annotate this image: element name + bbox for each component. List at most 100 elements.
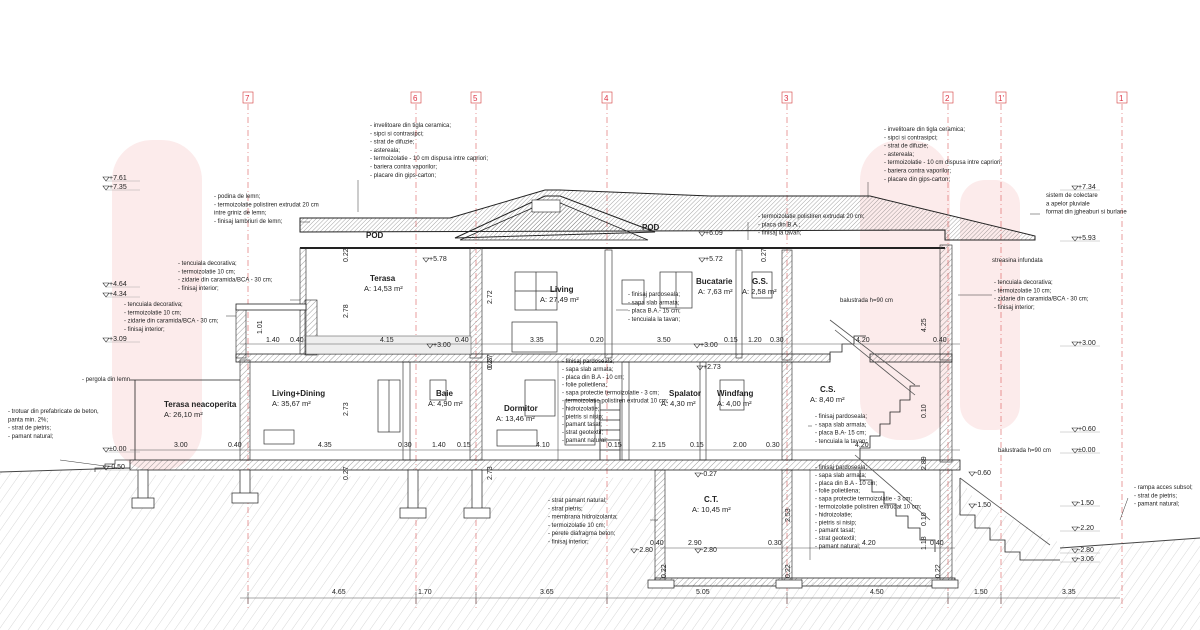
note-line: - hidroizolatie;	[562, 406, 600, 412]
dim-value: 3.65	[540, 589, 554, 596]
axis-marker	[470, 91, 482, 104]
note-line: format din jgheaburi si burlane	[1046, 210, 1127, 216]
note-line: - strat de pietris;	[8, 426, 51, 432]
note-line: - termoizolatie 10 cm;	[548, 523, 606, 529]
room-area: A: 14,53 m²	[364, 284, 403, 293]
note-line: - termoizolatie polistiren extrudat 10 c…	[562, 399, 669, 405]
note-line: - tencuiala decorativa;	[124, 302, 183, 308]
level-label: -2.80	[701, 547, 717, 554]
dim-value-vertical: 0.10	[921, 404, 928, 418]
level-triangle	[102, 292, 110, 298]
leader-line	[1119, 497, 1129, 521]
dim-value: 3.35	[1062, 589, 1076, 596]
dim-value: 0.30	[398, 442, 412, 449]
note-line: - rampa acces subsol;	[1134, 485, 1193, 491]
note-line: - termoizolatie 10 cm;	[994, 288, 1052, 294]
note-line: a apelor pluviale	[1046, 201, 1090, 207]
level-triangle	[102, 185, 110, 191]
level-label: -3.06	[1078, 556, 1094, 563]
level-triangle	[1071, 448, 1079, 454]
dim-value: 4.15	[380, 337, 394, 344]
dim-value: 0.40	[455, 337, 469, 344]
dim-value-vertical: 0.27	[487, 356, 494, 370]
level-triangle	[1071, 548, 1079, 554]
dim-value: 1.40	[432, 442, 446, 449]
note-line: - zidarie din caramida/BCA - 30 cm;	[124, 319, 219, 325]
room-area: A: 27,49 m²	[540, 295, 579, 304]
note-line: - sapa protectie termoizolatie - 3 cm;	[815, 497, 912, 503]
axis-label: 2	[945, 94, 950, 103]
level-triangle	[694, 548, 702, 554]
room-labels: POD POD Terasa A: 14,53 m² Living A: 27,…	[164, 223, 845, 514]
note-line: - pamant natural;	[562, 438, 608, 444]
dim-value: 0.20	[590, 337, 604, 344]
note-line: - sipci si contrasipci;	[370, 131, 424, 137]
dim-value: 0.15	[724, 337, 738, 344]
note-line: - tencuiala la tavan;	[628, 317, 680, 323]
dim-value: 0.15	[457, 442, 471, 449]
dim-value: 4.20	[855, 442, 869, 449]
level-triangle	[693, 343, 701, 349]
note-line: - bariera contra vaporilor;	[884, 169, 951, 175]
note-line: - termoizolatie polistiren extrudat 20 c…	[758, 214, 865, 220]
dim-value: 1.70	[418, 589, 432, 596]
level-label: +7.34	[1078, 184, 1096, 191]
level-triangle	[1071, 501, 1079, 507]
dim-value: 4.65	[332, 589, 346, 596]
note-line: balustrada h=90 cm	[840, 298, 893, 304]
note-line: - tencuiala decorativa;	[178, 261, 237, 267]
note-line: - pamant natural;	[8, 434, 54, 440]
dim-value-vertical: 0.22	[661, 564, 668, 578]
note-line: - trotuar din prefabricate de beton,	[8, 409, 99, 415]
room-name: Terasa neacoperita	[164, 400, 237, 409]
room-area: A: 10,45 m²	[692, 505, 731, 514]
dim-value: 2.90	[688, 540, 702, 547]
dim-value: 0.15	[608, 442, 622, 449]
note-line: - astereala;	[370, 148, 400, 154]
dim-value-vertical: 2.53	[785, 508, 792, 522]
note-line: - folie polietilena;	[815, 489, 860, 495]
dim-value-vertical: 1.18	[921, 536, 928, 550]
dim-value-vertical: 2.78	[343, 304, 350, 318]
dim-value-vertical: 0.22	[785, 564, 792, 578]
level-label: ±0.00	[109, 446, 127, 453]
dim-value: 2.00	[733, 442, 747, 449]
level-label: -0.27	[701, 471, 717, 478]
axis-label: 1'	[998, 94, 1004, 103]
note-line: - sapa slab armata;	[628, 300, 680, 306]
level-triangle	[426, 343, 434, 349]
material-notes: - invelitoare din tigla ceramica;- sipci…	[8, 123, 1193, 560]
level-label: +7.35	[109, 184, 127, 191]
openings	[263, 271, 773, 447]
dim-value: 2.15	[652, 442, 666, 449]
dim-value: 3.50	[657, 337, 671, 344]
axis-marker	[242, 91, 254, 104]
note-line: - folie polietilena;	[562, 383, 607, 389]
note-line: - finisaj pardoseala;	[628, 292, 680, 298]
dim-value-vertical: 0.10	[921, 512, 928, 526]
room-area: A: 8,40 m²	[810, 395, 845, 404]
note-line: - finisaj interior;	[124, 327, 165, 333]
level-label: +0.60	[1078, 426, 1096, 433]
note-line: - placa B.A.- 15 cm;	[628, 309, 681, 315]
note-line: - strat geotextil;	[815, 536, 856, 542]
level-label: +3.00	[1078, 340, 1096, 347]
roof	[299, 189, 1036, 249]
dim-value: 0.30	[766, 442, 780, 449]
note-line: - pamant natural;	[815, 544, 861, 550]
level-triangle	[102, 176, 110, 182]
level-markers: +7.61+7.35+4.64+4.34+3.09±0.00-0.50+7.34…	[102, 175, 1100, 563]
dim-value-vertical: 2.72	[487, 290, 494, 304]
level-label: +3.00	[700, 342, 718, 349]
dim-value: 1.50	[974, 589, 988, 596]
dim-value: 0.40	[930, 540, 944, 547]
room-name: Living+Dining	[272, 389, 325, 398]
dim-value: 3.35	[530, 337, 544, 344]
dimension-lines	[130, 343, 1120, 599]
note-line: - placa B.A- 15 cm;	[815, 431, 866, 437]
note-line: - placare din gips-carton;	[370, 173, 436, 179]
level-triangle	[1071, 236, 1079, 242]
note-line: - perete diafragma beton;	[548, 531, 616, 537]
note-line: - placare din gips-carton;	[884, 177, 950, 183]
